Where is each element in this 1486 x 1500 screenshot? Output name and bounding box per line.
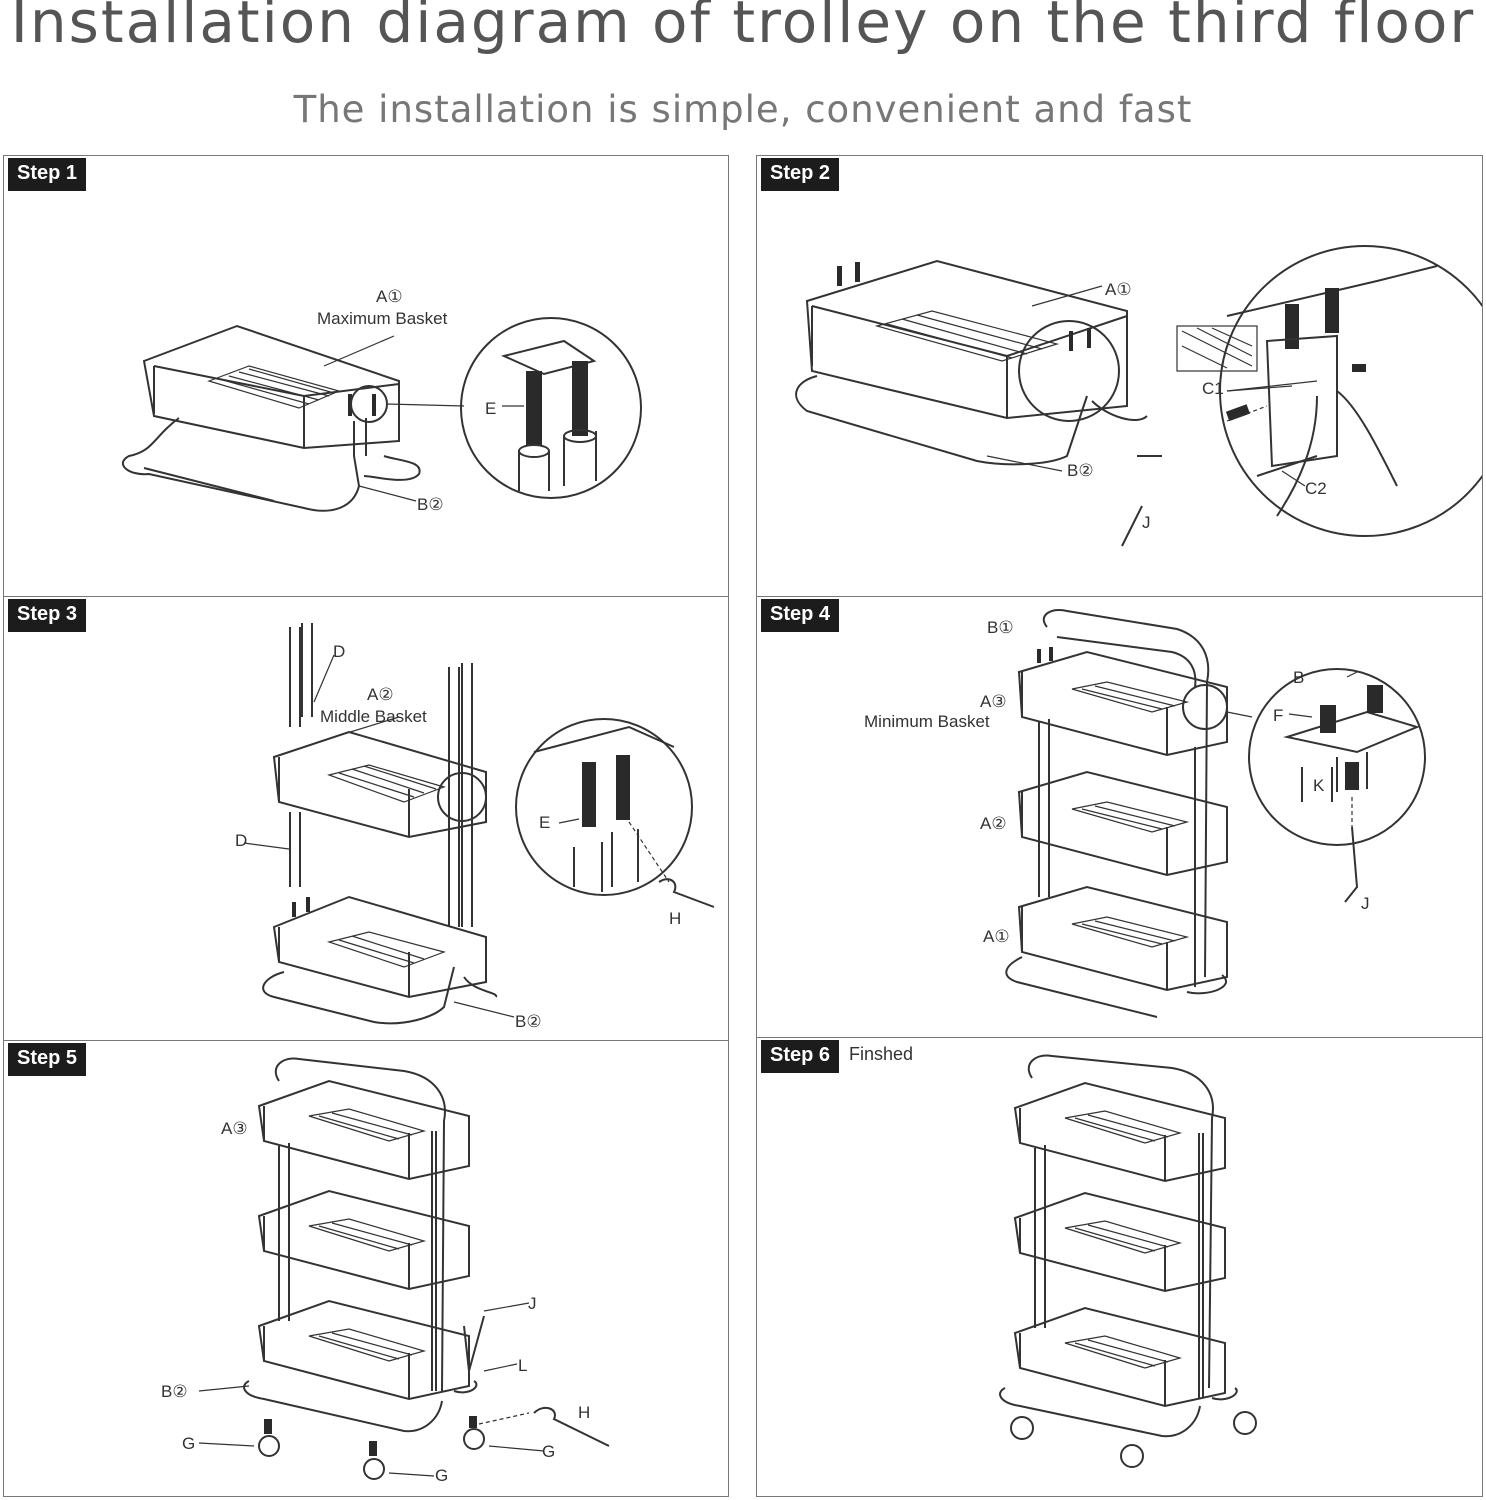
step-6-badge: Step 6 [761,1040,840,1073]
step-5-badge: Step 5 [8,1043,87,1076]
step-2-label-j: J [1142,513,1151,532]
step-3-label-a2: A② [367,685,394,704]
step-2-panel: Step 2 A① C1 C2 B② J [756,155,1483,598]
step-2-label-c2: C2 [1305,479,1327,498]
step-4-illustration: B① A③ Minimum Basket A② A① B F K J [864,609,1426,1018]
step-5-label-g1: G [182,1434,195,1453]
step-5-label-a3: A③ [221,1119,248,1138]
step-5-label-l: L [518,1356,527,1375]
step-3-illustration: D A② Middle Basket D E H B② [235,623,715,1031]
step-4-label-b: B [1293,668,1304,687]
step-5-label-h: H [578,1403,590,1422]
step-4-label-a1: A① [983,927,1010,946]
step-1-panel: Step 1 A① Maximum Basket E B② [3,155,729,598]
page-title: Installation diagram of trolley on the t… [10,0,1476,56]
step-5-label-g3: G [542,1442,555,1461]
step-4-label-a3: A③ [980,692,1007,711]
step-6-illustration [999,1054,1257,1468]
step-2-badge: Step 2 [761,158,840,191]
step-3-label-d-left: D [235,831,247,850]
step-3-badge: Step 3 [8,599,87,632]
step-4-badge: Step 4 [761,599,840,632]
step-4-label-a2: A② [980,814,1007,833]
step-4-label-f: F [1273,706,1283,725]
step-3-label-e: E [539,813,550,832]
step-1-label-a1: A① [376,287,403,306]
step-2-label-a1: A① [1105,280,1132,299]
step-3-label-d-top: D [333,642,345,661]
page-subtitle: The installation is simple, convenient a… [293,88,1193,131]
step-3-panel: Step 3 D A② Middle B [3,596,729,1042]
step-4-label-basket: Minimum Basket [864,712,990,731]
step-2-label-b2: B② [1067,461,1094,480]
step-5-label-g2: G [435,1466,448,1485]
step-1-illustration: A① Maximum Basket E B② [121,287,642,514]
step-1-label-e: E [485,399,496,418]
step-5-label-j: J [528,1294,537,1313]
step-4-label-b1: B① [987,618,1014,637]
step-2-illustration: A① C1 C2 B② J [795,245,1482,547]
step-3-label-basket: Middle Basket [320,707,427,726]
step-5-panel: Step 5 [3,1040,729,1497]
step-5-illustration: A③ J L B② H G G G [161,1057,610,1485]
step-5-label-b2: B② [161,1382,188,1401]
step-1-label-basket: Maximum Basket [317,309,448,328]
step-3-label-b2: B② [515,1012,542,1031]
step-4-label-j: J [1361,894,1370,913]
step-6-note: Finshed [849,1044,914,1064]
step-1-label-b2: B② [417,495,444,514]
step-4-panel: Step 4 [756,596,1483,1039]
step-2-label-c1: C1 [1202,379,1224,398]
step-3-label-h: H [669,909,681,928]
step-4-label-k: K [1313,776,1325,795]
step-1-badge: Step 1 [8,158,87,191]
step-6-panel: Step 6 Finshed [756,1037,1483,1497]
